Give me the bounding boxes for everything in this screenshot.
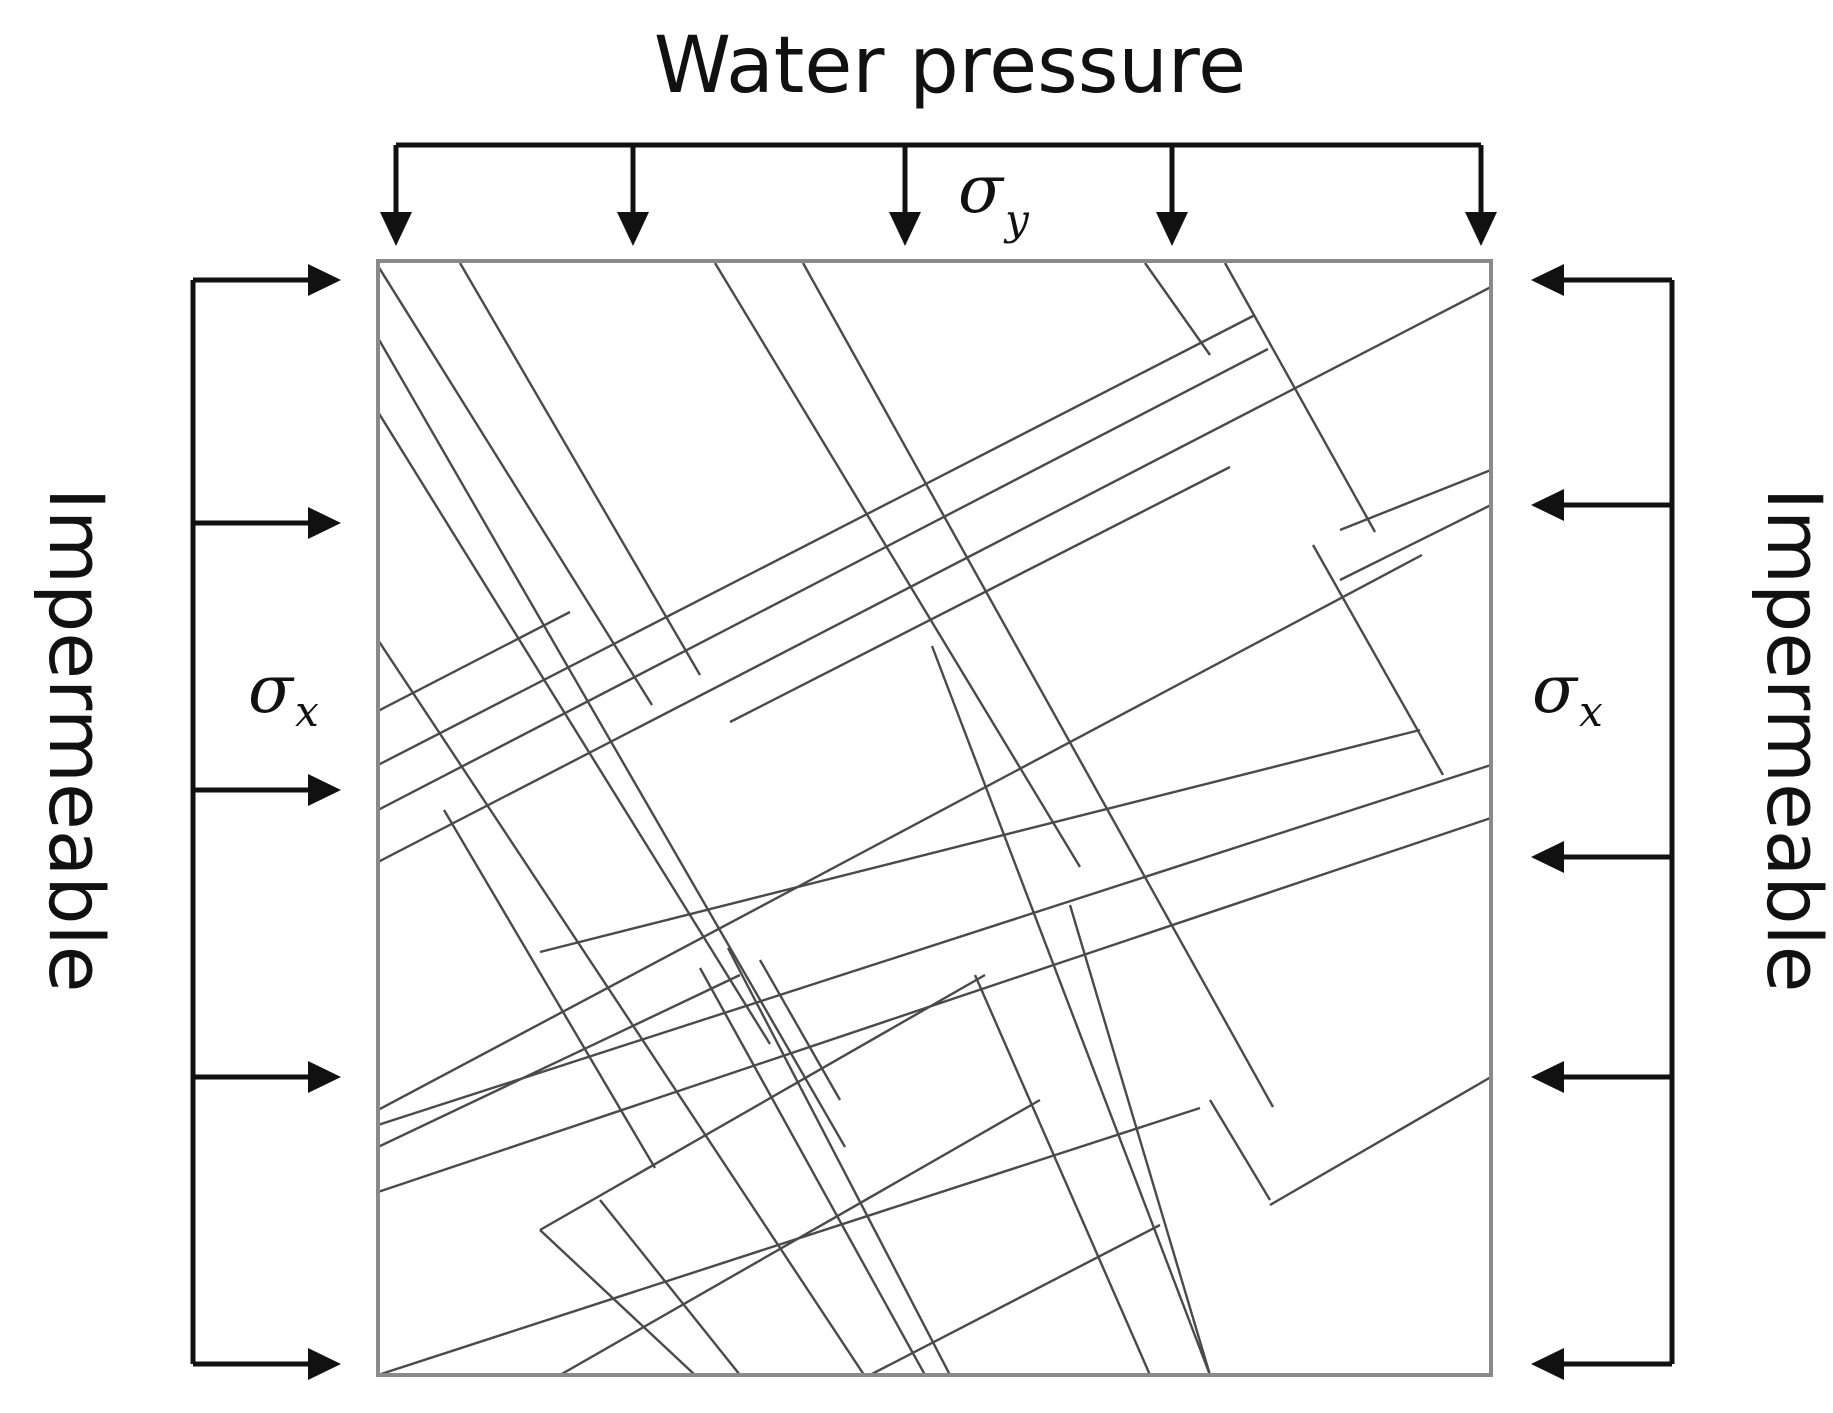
fracture xyxy=(559,1098,1041,1375)
fracture xyxy=(458,262,702,676)
left-arrow xyxy=(193,264,341,296)
fracture xyxy=(758,959,842,1101)
sigma-y-sub: y xyxy=(1003,195,1030,244)
fracture xyxy=(973,974,1152,1375)
fracture xyxy=(378,265,654,706)
fracture xyxy=(378,973,741,1149)
top-arrow xyxy=(380,145,412,246)
water-pressure-label: Water pressure xyxy=(654,21,1246,111)
right-arrow xyxy=(1531,489,1672,521)
fracture xyxy=(1339,468,1491,532)
fracture xyxy=(378,610,571,713)
sigma-x-right-main: σ xyxy=(1532,651,1579,728)
fracture xyxy=(1311,544,1445,776)
fracture xyxy=(442,809,657,1169)
fracture xyxy=(378,313,1256,767)
impermeable-left-label: Impermeable xyxy=(32,488,121,993)
top-load-arrows xyxy=(380,142,1497,246)
fracture xyxy=(713,262,1082,868)
fracture xyxy=(1068,904,1212,1375)
fracture xyxy=(726,947,952,1375)
top-arrow xyxy=(1465,145,1497,246)
fracture xyxy=(801,262,1275,1108)
sigma-x-right-symbol: σx xyxy=(1532,651,1603,736)
fracture xyxy=(378,347,1269,812)
fracture xyxy=(378,763,1491,1127)
left-arrow xyxy=(193,1061,341,1093)
fracture-network xyxy=(378,262,1491,1375)
fracture xyxy=(378,639,866,1375)
sigma-y-main: σ xyxy=(958,151,1005,228)
sigma-x-left-sub: x xyxy=(295,687,319,736)
left-load-arrows xyxy=(190,264,341,1380)
sigma-x-left-symbol: σx xyxy=(248,651,319,736)
right-arrow xyxy=(1531,1061,1672,1093)
right-load-arrows xyxy=(1531,264,1675,1380)
fracture xyxy=(378,553,1423,1112)
right-arrow xyxy=(1531,1348,1672,1380)
fracture xyxy=(539,973,986,1232)
fracture xyxy=(1223,262,1377,533)
right-arrow xyxy=(1531,264,1672,296)
fracture xyxy=(539,728,1421,954)
fracture xyxy=(378,411,772,1045)
top-arrow xyxy=(1156,145,1188,246)
fracture xyxy=(378,285,1491,864)
top-arrow xyxy=(617,145,649,246)
fracture xyxy=(1144,262,1211,356)
left-arrow xyxy=(193,774,341,806)
fracture xyxy=(869,1223,1161,1375)
impermeable-right-label: Impermeable xyxy=(1750,488,1833,993)
fracture xyxy=(539,1229,696,1375)
sigma-x-left-main: σ xyxy=(248,651,295,728)
fracture xyxy=(1208,1099,1272,1201)
fracture xyxy=(930,645,1212,1375)
sigma-y-symbol: σy xyxy=(958,151,1030,244)
top-arrow xyxy=(889,145,921,246)
fracture xyxy=(1269,1075,1491,1207)
fracture xyxy=(1339,503,1491,582)
specimen-boundary xyxy=(376,259,1493,1377)
left-arrow xyxy=(193,507,341,539)
right-arrow xyxy=(1531,841,1672,873)
fracture xyxy=(698,967,927,1375)
left-arrow xyxy=(193,1348,341,1380)
fracture xyxy=(599,1199,741,1375)
sigma-x-right-sub: x xyxy=(1579,687,1603,736)
fracture xyxy=(378,1106,1201,1375)
fracture xyxy=(729,465,1231,724)
